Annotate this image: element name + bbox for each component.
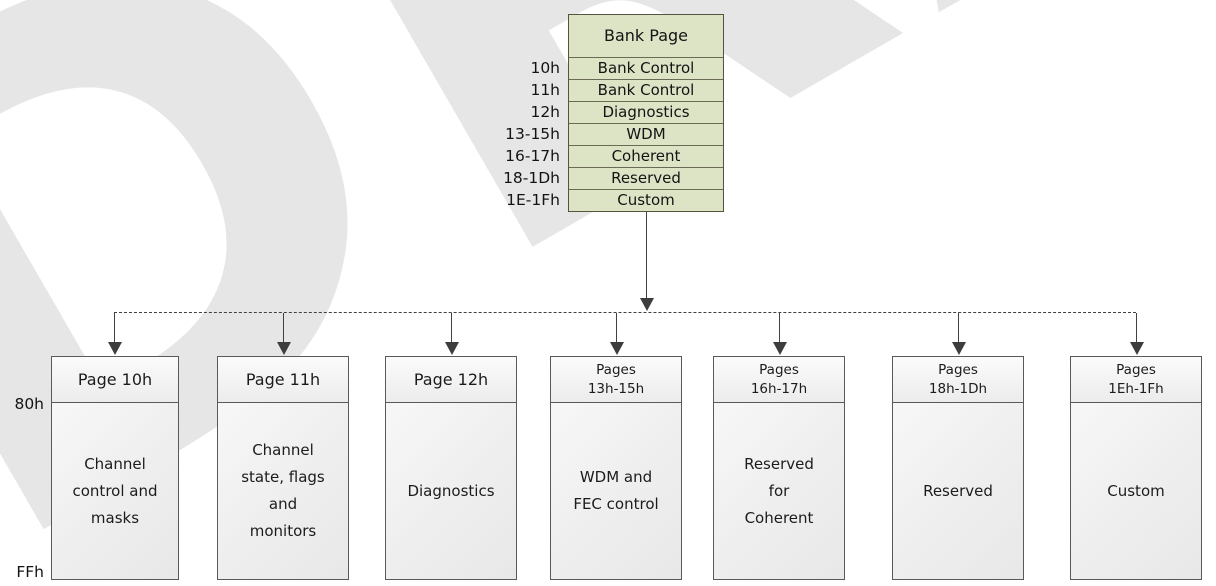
drop-arrow-pages-16h-17h: [772, 313, 787, 355]
bank-table-row: Custom: [569, 189, 723, 211]
bank-address-label: 12h: [530, 103, 560, 121]
arrowhead-icon: [1129, 342, 1144, 355]
drop-arrow-stem: [451, 313, 452, 342]
bank-table-row: Diagnostics: [569, 101, 723, 123]
arrowhead-icon: [951, 342, 966, 355]
drop-arrow-stem: [958, 313, 959, 342]
page-box-12h: Page 12h Diagnostics: [385, 356, 517, 580]
page-box-13h-15h: Pages 13h-15h WDM and FEC control: [550, 356, 682, 580]
drop-arrow-page-12h: [444, 313, 459, 355]
bank-address-label: 11h: [530, 81, 560, 99]
bank-address-label: 10h: [530, 59, 560, 77]
bank-address-label: 1E-1Fh: [506, 191, 560, 209]
arrowhead-icon: [444, 342, 459, 355]
main-connector-arrowhead-icon: [639, 298, 654, 311]
page-box-title: Page 12h: [386, 357, 516, 403]
page-box-title: Pages 18h-1Dh: [893, 357, 1023, 403]
drop-arrow-page-10h: [107, 313, 122, 355]
page-box-body: Channel control and masks: [72, 454, 158, 527]
arrowhead-icon: [772, 342, 787, 355]
page-box-18h-1dh: Pages 18h-1Dh Reserved: [892, 356, 1024, 580]
bank-table-row: Coherent: [569, 145, 723, 167]
page-box-body: WDM and FEC control: [573, 468, 659, 513]
arrowhead-icon: [107, 342, 122, 355]
page-box-title: Page 10h: [52, 357, 178, 403]
page-box-16h-17h: Pages 16h-17h Reserved for Coherent: [713, 356, 845, 580]
page-box-1eh-1fh: Pages 1Eh-1Fh Custom: [1070, 356, 1202, 580]
bank-table-row: Bank Control: [569, 57, 723, 79]
drop-arrow-pages-1eh-1fh: [1129, 313, 1144, 355]
drop-arrow-page-11h: [276, 313, 291, 355]
bank-address-label: 18-1Dh: [503, 169, 560, 187]
arrowhead-icon: [609, 342, 624, 355]
bank-page-table: Bank Page Bank Control Bank Control Diag…: [568, 14, 724, 212]
offset-label-ffh: FFh: [16, 563, 44, 581]
page-box-title: Pages 16h-17h: [714, 357, 844, 403]
bank-table-row: Bank Control: [569, 79, 723, 101]
main-connector-stem: [646, 212, 647, 298]
drop-arrow-stem: [114, 313, 115, 342]
bank-address-label: 13-15h: [505, 125, 560, 143]
bank-table-row: WDM: [569, 123, 723, 145]
page-box-title: Pages 13h-15h: [551, 357, 681, 403]
bank-address-label: 16-17h: [505, 147, 560, 165]
arrowhead-icon: [276, 342, 291, 355]
dashed-distribution-line: [114, 312, 1136, 313]
drop-arrow-pages-13h-15h: [609, 313, 624, 355]
offset-label-80h: 80h: [14, 395, 44, 413]
bank-address-column: 10h 11h 12h 13-15h 16-17h 18-1Dh 1E-1Fh: [440, 57, 560, 211]
page-box-body: Custom: [1107, 481, 1165, 500]
page-box-11h: Page 11h Channel state, flags and monito…: [217, 356, 349, 580]
page-box-body: Diagnostics: [407, 481, 495, 500]
page-box-body: Reserved for Coherent: [744, 454, 814, 527]
drop-arrow-stem: [283, 313, 284, 342]
drop-arrow-stem: [1136, 313, 1137, 342]
bank-table-row: Reserved: [569, 167, 723, 189]
drop-arrow-stem: [616, 313, 617, 342]
drop-arrow-pages-18h-1dh: [951, 313, 966, 355]
drop-arrow-stem: [779, 313, 780, 342]
page-box-title: Pages 1Eh-1Fh: [1071, 357, 1201, 403]
bank-table-title: Bank Page: [603, 26, 688, 45]
main-connector-arrow: [639, 212, 654, 311]
page-box-body: Reserved: [923, 481, 993, 500]
page-box-body: Channel state, flags and monitors: [241, 441, 325, 540]
page-box-title: Page 11h: [218, 357, 348, 403]
page-box-10h: Page 10h Channel control and masks: [51, 356, 179, 580]
